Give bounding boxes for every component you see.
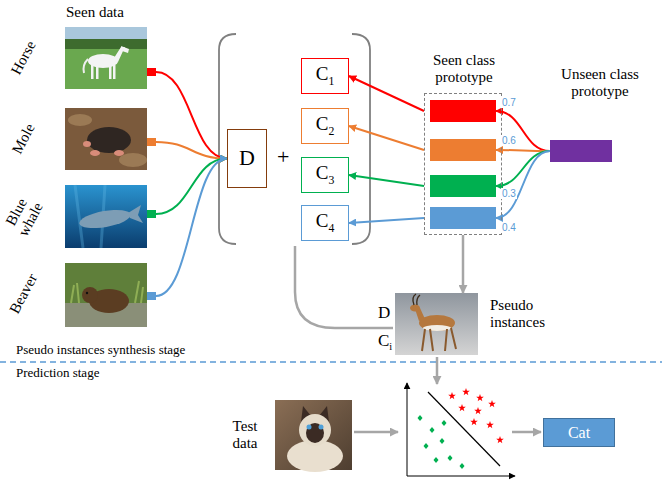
process-box: C3 (301, 157, 349, 193)
prototype-node: Test data (222, 400, 352, 470)
connector-arrow (349, 126, 424, 150)
image-node: Horse (0, 27, 156, 89)
synthesis-line (295, 246, 393, 328)
prototype-node: Pseudo instances (395, 293, 555, 355)
image-frame (65, 108, 156, 170)
gray-arrow (436, 357, 439, 384)
connector-arrow (349, 76, 424, 111)
prototype-bar (430, 139, 496, 161)
mole-photo (65, 108, 147, 170)
text-label: D (378, 303, 390, 323)
connector-arrow (496, 151, 550, 186)
image-node: Beaver (0, 263, 156, 325)
connector-arrow (156, 72, 227, 158)
gray-arrow (354, 431, 398, 434)
process-box: C1 (301, 58, 349, 94)
class-label: Beaver (7, 272, 41, 317)
pseudo-photo (395, 293, 478, 355)
process-box: D (227, 129, 267, 188)
prototype-bar (430, 100, 496, 122)
connector-arrow (349, 175, 424, 186)
connector-arrow (156, 159, 227, 296)
text-label: Ci (378, 331, 392, 354)
gray-arrow (512, 431, 541, 434)
image-label: Test data (222, 418, 268, 453)
image-frame (65, 27, 156, 89)
connector-arrow (156, 142, 227, 159)
class-label: Blue whale (0, 187, 49, 244)
feature-squares (147, 68, 156, 300)
connector-arrow (496, 150, 550, 151)
class-label: Horse (9, 38, 40, 77)
separator-line (0, 361, 662, 363)
class-label: Mole (10, 121, 39, 156)
beaver-photo (65, 263, 147, 327)
prototype-bar (430, 207, 496, 229)
prototype-bar (430, 175, 496, 197)
text-label: Prediction stage (16, 366, 99, 381)
prototype-node: Unseen class prototype (548, 66, 652, 162)
text-label: + (277, 144, 289, 169)
process-box: C4 (301, 205, 349, 241)
image-frame (65, 263, 156, 325)
connector-arrow (496, 111, 550, 151)
module-label: C4 (316, 211, 335, 236)
image-frame (395, 293, 478, 355)
weight-number: 0.7 (501, 97, 517, 108)
connector-arrow (349, 218, 424, 223)
model-bracket (219, 34, 370, 244)
prototype-frame (424, 93, 502, 235)
prototype-title: Seen class prototype (414, 52, 514, 85)
image-node: Mole (0, 108, 156, 170)
horse-photo (65, 27, 147, 89)
weight-number: 0.6 (501, 135, 517, 146)
result-label: Cat (568, 424, 590, 442)
connector-arrow (496, 151, 550, 218)
cat-photo (275, 400, 352, 472)
weight-number: 0.3 (501, 188, 517, 199)
process-box: C2 (301, 108, 349, 144)
prototype-bar (550, 140, 612, 162)
image-label: Pseudo instances (490, 297, 554, 332)
text-label: Seen data (66, 4, 124, 21)
image-frame (65, 185, 156, 247)
module-label: D (239, 146, 255, 170)
module-label: C1 (316, 64, 335, 89)
image-node: Blue whale (0, 185, 156, 247)
connector-arrow (462, 235, 465, 293)
weight-number: 0.4 (501, 222, 517, 233)
module-label: C3 (316, 163, 335, 188)
text-label: Pseudo instances synthesis stage (16, 343, 185, 358)
connector-arrow (156, 159, 227, 215)
scatter-plot (407, 383, 515, 476)
prototype-title: Unseen class prototype (550, 66, 650, 99)
module-label: C2 (316, 114, 335, 139)
process-box: Cat (543, 418, 615, 447)
whale-photo (65, 185, 147, 248)
image-frame (275, 400, 352, 470)
